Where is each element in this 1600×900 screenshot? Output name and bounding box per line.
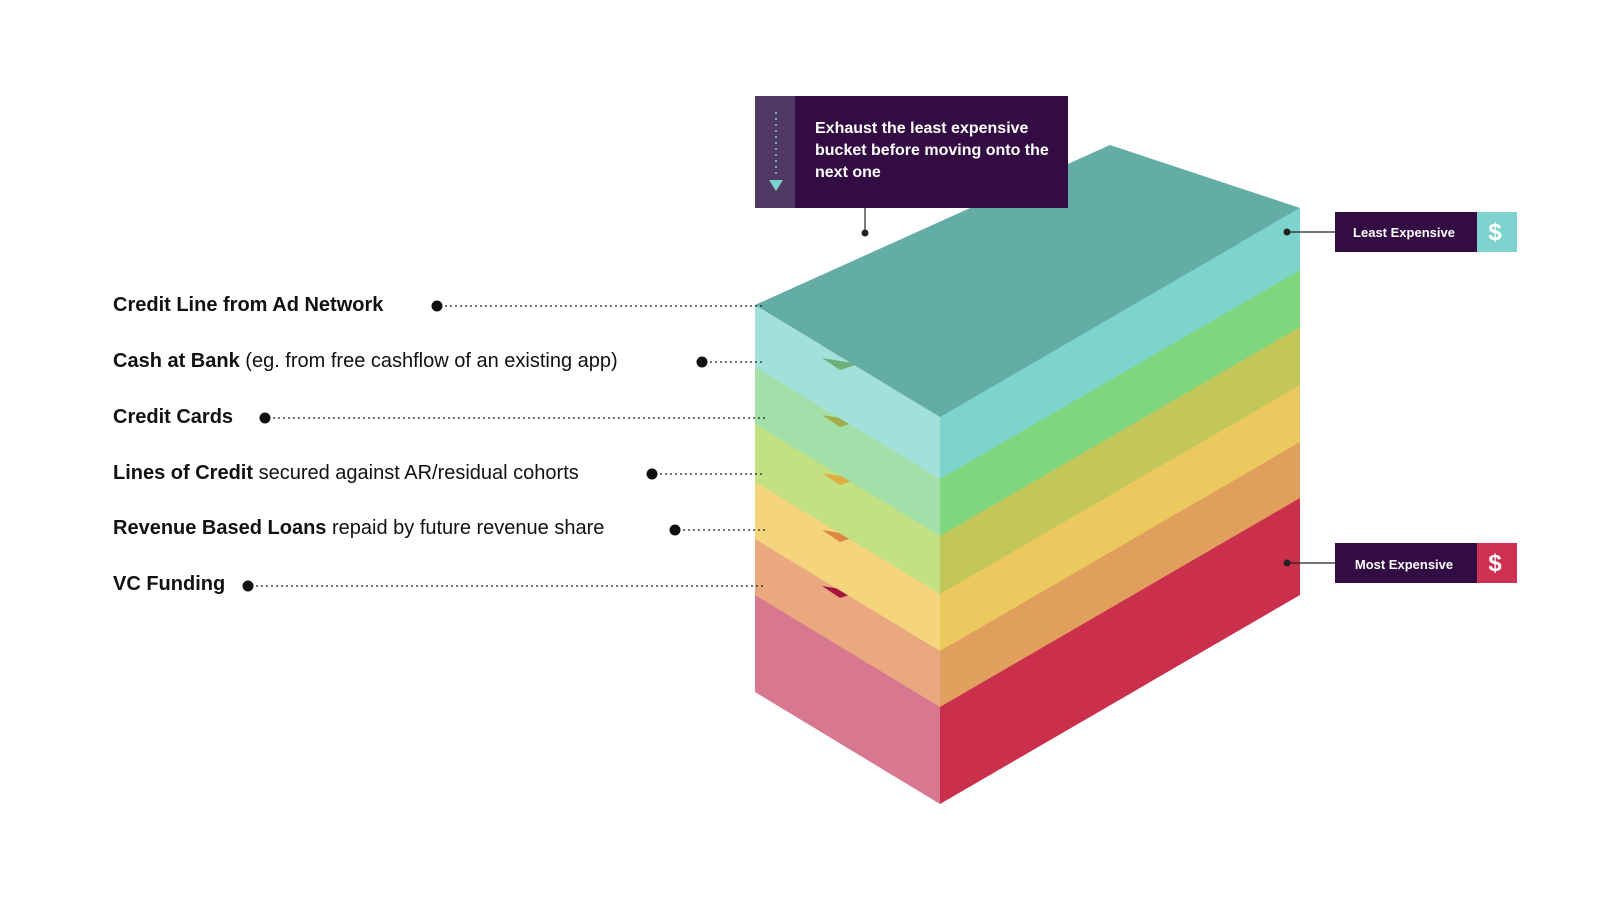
layer-label-6: VC Funding [113,572,225,596]
layer-notch [822,415,858,427]
layer-label-4: Lines of Credit secured against AR/resid… [113,461,579,485]
layer-front-face [755,362,940,536]
layer-side-face [940,493,1300,804]
layer-front-face [755,533,940,707]
leader-bullet-4 [646,468,658,480]
layer-notch [822,473,858,485]
layer-name: Credit Line from Ad Network [113,294,384,316]
most-expensive-tag-background [1335,543,1477,583]
dollar-icon: $ [1488,550,1502,577]
layer-label-3: Credit Cards [113,405,233,429]
layer-name: Credit Cards [113,406,234,428]
most-expensive-connector-dot [1283,559,1291,567]
layer-name: Cash at Bank [113,350,240,372]
layer-front-face [755,590,940,804]
layer-label-2: Cash at Bank (eg. from free cashflow of … [113,349,618,373]
callout-box [755,96,1068,237]
layer-side-face [940,265,1300,536]
cost-tags [1283,212,1517,583]
layer-notch [822,530,858,542]
layer-front-face [755,420,940,594]
layer-notch [822,358,858,370]
layer-top-face [755,145,1300,417]
leader-lines [242,300,765,592]
most-expensive-label: Most Expensive [1354,557,1454,572]
least-expensive-connector-dot [1283,228,1291,236]
layer-name: VC Funding [113,573,226,595]
layer-side-face [940,323,1300,594]
layer-note: repaid by future revenue share [331,517,605,539]
layer-front-face [755,477,940,651]
layer-stack [755,145,1300,804]
layer-slab-1 [755,145,1300,479]
most-expensive-tag-accent [1477,543,1517,583]
layer-note: secured against AR/residual cohorts [258,462,579,484]
layer-front-face [755,305,940,479]
leader-bullet-1 [431,300,443,312]
layer-name: Lines of Credit [113,462,254,484]
layer-label-5: Revenue Based Loans repaid by future rev… [113,516,604,540]
layer-label-1: Credit Line from Ad Network [113,293,383,317]
leader-bullet-5 [669,524,681,536]
layer-side-face [940,208,1300,479]
leader-bullet-6 [242,580,254,592]
callout-strip [755,96,795,208]
dollar-icon: $ [1488,219,1502,246]
layer-side-face [940,436,1300,707]
callout-background [755,96,1068,208]
least-expensive-label: Least Expensive [1353,225,1455,240]
callout-text: Exhaust the least expensive bucket befor… [815,120,1049,181]
least-expensive-tag-accent [1477,212,1517,252]
leader-bullet-3 [259,412,271,424]
layer-name: Revenue Based Loans [113,517,327,539]
layer-side-face [940,380,1300,651]
least-expensive-tag-background [1335,212,1477,252]
down-arrow-icon [769,180,783,191]
callout-pointer-dot [861,229,869,237]
layer-note: (eg. from free cashflow of an existing a… [245,350,618,372]
leader-bullet-2 [696,356,708,368]
